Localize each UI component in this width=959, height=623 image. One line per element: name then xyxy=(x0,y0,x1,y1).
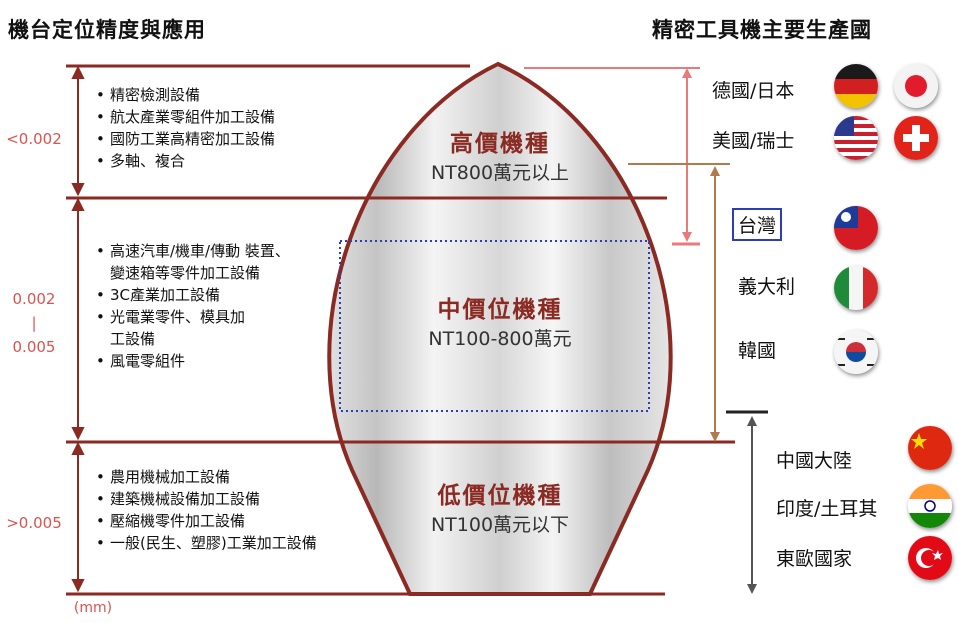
list-item: •建築機械設備加工設備 xyxy=(96,490,261,508)
unit-label: (mm) xyxy=(73,600,113,616)
list-item: •多軸、複合 xyxy=(96,152,186,170)
left-title: 機台定位精度與應用 xyxy=(8,18,206,42)
taiwan-flag-icon xyxy=(834,206,878,250)
germany-flag-icon xyxy=(834,64,878,108)
china-flag-icon xyxy=(908,426,952,470)
italy-flag-icon xyxy=(834,266,878,310)
country-korea: 韓國 xyxy=(738,340,777,362)
list-item: •國防工業高精密加工設備 xyxy=(96,130,276,148)
country-taiwan: 台灣 xyxy=(732,208,783,241)
low-application-list: •農用機械加工設備 •建築機械設備加工設備 •壓縮機零件加工設備 •一般(民生、… xyxy=(96,466,317,554)
list-item: •風電零組件 xyxy=(96,352,186,370)
country-usa-switzerland: 美國/瑞士 xyxy=(712,130,795,152)
low-tier-price: NT100萬元以下 xyxy=(430,514,570,536)
country-india-turkey: 印度/土耳其 xyxy=(776,498,878,520)
high-price-bracket xyxy=(524,67,700,246)
list-item: 工設備 xyxy=(110,330,156,348)
country-italy: 義大利 xyxy=(738,276,796,298)
mid-tier-title: 中價位機種 xyxy=(437,297,563,323)
switzerland-flag-icon xyxy=(894,116,938,160)
tolerance-mid-top-label: 0.002 xyxy=(12,290,56,308)
mid-tier-price: NT100-800萬元 xyxy=(428,328,572,350)
tolerance-mid-separator: | xyxy=(31,314,37,332)
right-title: 精密工具機主要生產國 xyxy=(652,18,872,42)
japan-flag-icon xyxy=(894,64,938,108)
list-item: •一般(民生、塑膠)工業加工設備 xyxy=(96,534,317,552)
list-item: •農用機械加工設備 xyxy=(96,468,231,486)
list-item: 變速箱等零件加工設備 xyxy=(110,264,261,282)
tolerance-high-label: <0.002 xyxy=(6,130,62,148)
tolerance-arrows xyxy=(71,65,85,593)
low-price-bracket xyxy=(726,410,768,594)
country-germany-japan: 德國/日本 xyxy=(712,80,795,102)
list-item: •高速汽車/機車/傳動 裝置、 xyxy=(96,242,290,260)
high-application-list: •精密檢測設備 •航太產業零組件加工設備 •國防工業高精密加工設備 •多軸、複合 xyxy=(96,84,275,172)
list-item: •航太產業零組件加工設備 xyxy=(96,108,276,126)
country-china: 中國大陸 xyxy=(776,450,853,472)
list-item: •精密檢測設備 xyxy=(96,86,201,104)
mid-price-bracket xyxy=(628,163,730,442)
list-item: •光電業零件、模具加 xyxy=(96,308,246,326)
low-tier-title: 低價位機種 xyxy=(437,483,563,509)
tolerance-mid-bottom-label: 0.005 xyxy=(12,338,56,356)
list-item: •3C產業加工設備 xyxy=(96,286,221,304)
high-tier-price: NT800萬元以上 xyxy=(430,162,570,184)
mid-application-list: •高速汽車/機車/傳動 裝置、 變速箱等零件加工設備 •3C產業加工設備 •光電… xyxy=(96,240,290,372)
usa-flag-icon xyxy=(834,116,878,160)
tolerance-low-label: >0.005 xyxy=(6,514,62,532)
turkey-flag-icon xyxy=(908,536,952,580)
high-tier-title: 高價機種 xyxy=(450,131,550,157)
korea-flag-icon xyxy=(834,330,878,374)
country-eastern-europe: 東歐國家 xyxy=(776,548,853,570)
list-item: •壓縮機零件加工設備 xyxy=(96,512,246,530)
india-flag-icon xyxy=(908,484,952,528)
